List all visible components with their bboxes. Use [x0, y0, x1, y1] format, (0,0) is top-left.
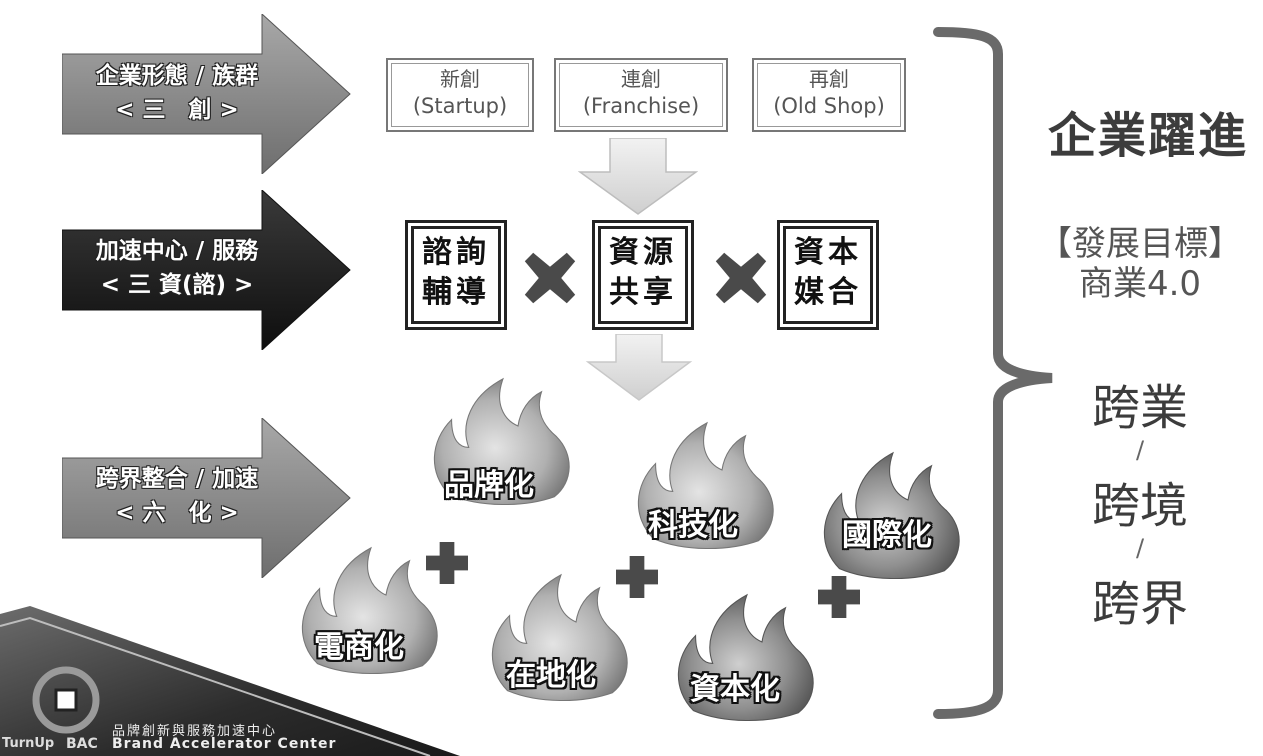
creation-zh: 新創: [440, 67, 480, 91]
plus-icon: [616, 556, 658, 598]
flame-label-brand: 品牌化: [444, 468, 534, 503]
service-box-resources: 資源 共享: [592, 220, 694, 330]
arrow-accelerator: [62, 190, 351, 350]
service-line2: 輔導: [422, 275, 490, 310]
goal-subtitle2: 商業4.0: [1078, 264, 1202, 304]
separator-slash: /: [1135, 534, 1145, 562]
service-line1: 資本: [794, 235, 862, 270]
creation-zh: 連創: [621, 67, 661, 91]
down-arrow-2: [585, 334, 693, 401]
cross-boundary: 跨界: [1091, 576, 1188, 632]
cross-border: 跨境: [1091, 478, 1188, 534]
logo-banner: [0, 606, 460, 756]
flame-label-intl: 國際化: [842, 518, 932, 553]
row-label-accelerator-line2: < 三 資(諮) >: [100, 272, 254, 298]
logo-en: Brand Accelerator Center: [112, 736, 337, 752]
goal-title: 企業躍進: [1047, 108, 1248, 164]
row-label-accelerator-line1: 加速中心 / 服務: [95, 238, 259, 264]
service-line1: 資源: [609, 235, 677, 270]
multiply-icon: [713, 250, 769, 306]
cross-industry: 跨業: [1091, 380, 1188, 436]
row-label-accelerator: 加速中心 / 服務 < 三 資(諮) >: [62, 234, 292, 302]
arrow-enterprise: [62, 14, 351, 174]
row-label-enterprise-line2: < 三 創 >: [115, 97, 239, 123]
turnup-logo-icon: [32, 666, 100, 734]
service-box-capital: 資本 媒合: [777, 220, 879, 330]
right-bracket: [933, 27, 1053, 719]
service-line2: 媒合: [794, 275, 862, 310]
row-label-integration: 跨界整合 / 加速 < 六 化 >: [62, 462, 292, 530]
multiply-icon: [522, 250, 578, 306]
row-label-integration-line2: < 六 化 >: [115, 500, 239, 526]
creation-zh: 再創: [809, 67, 849, 91]
separator-slash: /: [1135, 436, 1145, 464]
flame-label-capital: 資本化: [690, 672, 780, 707]
logo-zh: 品牌創新與服務加速中心: [112, 724, 278, 739]
creation-box-franchise: 連創 (Franchise): [554, 58, 728, 132]
down-arrow-1: [578, 138, 698, 215]
row-label-integration-line1: 跨界整合 / 加速: [95, 466, 259, 492]
row-label-enterprise-line1: 企業形態 / 族群: [95, 63, 259, 89]
creation-box-startup: 新創 (Startup): [386, 58, 534, 132]
creation-en: (Old Shop): [773, 94, 885, 118]
flame-label-tech: 科技化: [648, 508, 738, 543]
arrow-integration: [62, 418, 351, 578]
creation-box-oldshop: 再創 (Old Shop): [752, 58, 906, 132]
service-line2: 共享: [609, 275, 677, 310]
logo-brand: TurnUp: [2, 736, 55, 751]
service-line1: 諮詢: [422, 235, 490, 270]
plus-icon: [426, 542, 468, 584]
row-label-enterprise: 企業形態 / 族群 < 三 創 >: [62, 59, 292, 127]
flame-label-local: 在地化: [506, 658, 596, 693]
creation-en: (Franchise): [582, 94, 700, 118]
plus-icon: [818, 576, 860, 618]
goal-subtitle: 【發展目標】: [1038, 224, 1242, 264]
creation-en: (Startup): [412, 94, 508, 118]
logo-org: BAC: [66, 736, 98, 752]
service-box-consulting: 諮詢 輔導: [405, 220, 507, 330]
flame-label-ecommerce: 電商化: [314, 630, 404, 665]
